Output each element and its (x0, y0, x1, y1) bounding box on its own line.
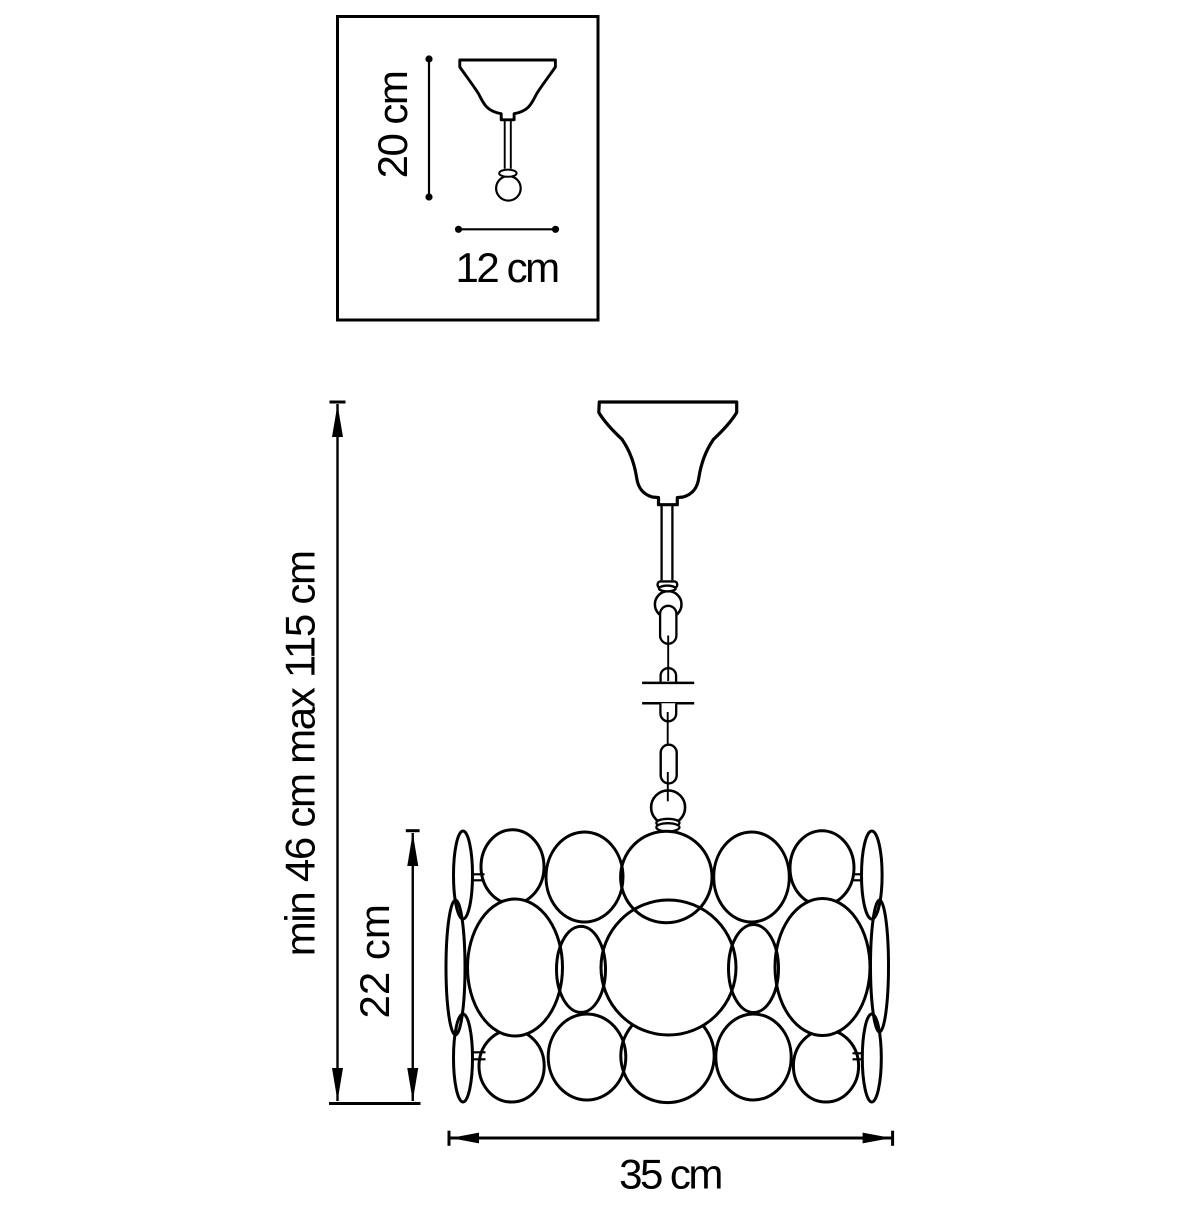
svg-text:22 cm: 22 cm (351, 904, 398, 1018)
svg-text:35 cm: 35 cm (619, 1151, 721, 1198)
svg-text:20 cm: 20 cm (369, 72, 416, 179)
svg-text:12 cm: 12 cm (455, 244, 558, 291)
svg-text:min 46 cm max 115 cm: min 46 cm max 115 cm (277, 551, 324, 956)
